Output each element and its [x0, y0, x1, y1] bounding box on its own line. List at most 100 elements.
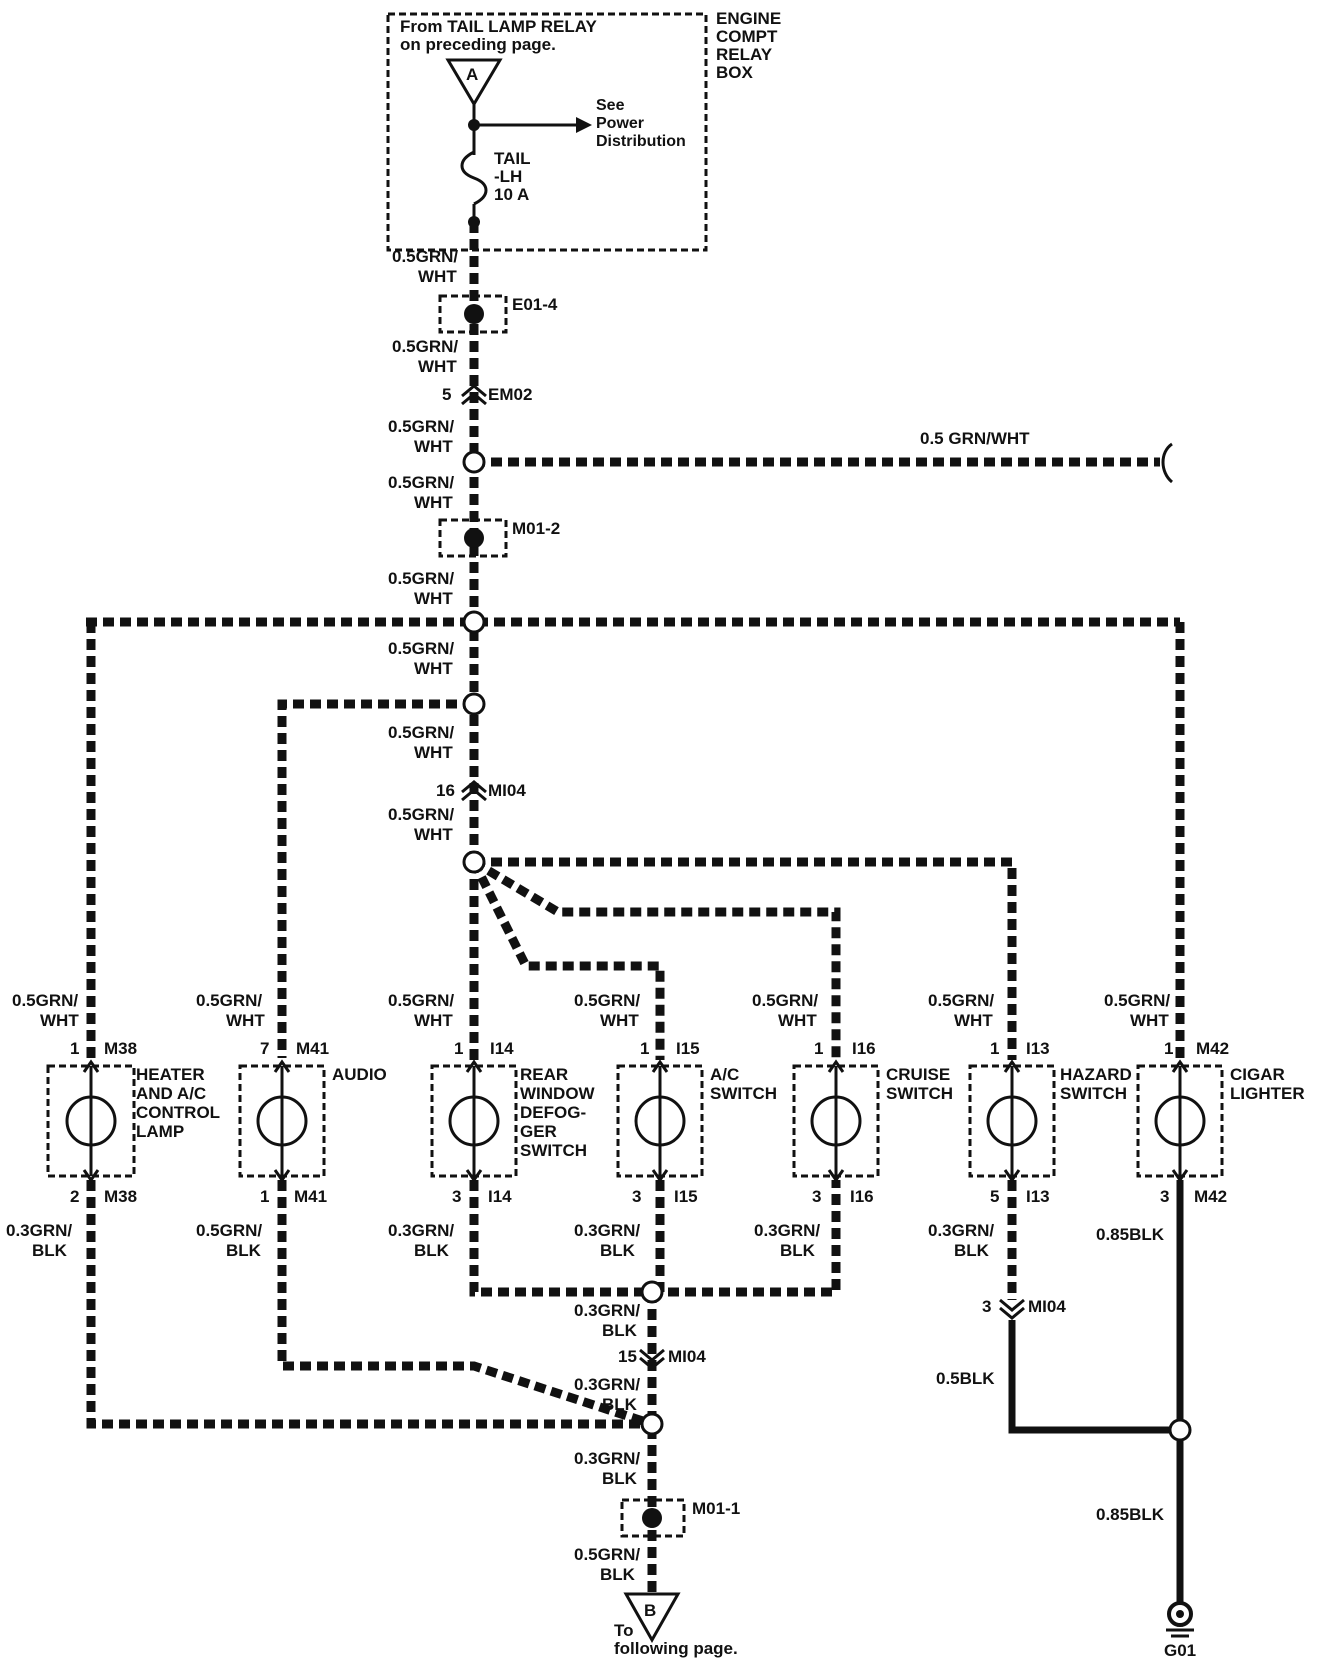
see-text-2: Power	[596, 115, 644, 132]
component-name: REAR	[520, 1065, 568, 1084]
connector-label: I15	[676, 1039, 700, 1058]
see-text-1: See	[596, 97, 625, 114]
fuse-icon	[460, 150, 488, 206]
component-name: LIGHTER	[1230, 1084, 1305, 1103]
wire-label: WHT	[418, 357, 457, 376]
pin-number: 16	[436, 781, 455, 800]
pin-number: 1	[990, 1039, 999, 1058]
connector-label: E01-4	[512, 295, 558, 314]
wire-label: 0.5GRN/	[388, 991, 454, 1010]
wire-label: 0.3GRN/	[574, 1375, 640, 1394]
pin-number: 3	[1160, 1187, 1169, 1206]
wire-label: WHT	[40, 1011, 79, 1030]
wire-label: WHT	[954, 1011, 993, 1030]
ground-icon	[1166, 1601, 1194, 1638]
component-name: WINDOW	[520, 1084, 596, 1103]
pin-number: 3	[982, 1297, 991, 1316]
component-name: CRUISE	[886, 1065, 950, 1084]
wire-label: WHT	[414, 825, 453, 844]
component-name: AND A/C	[136, 1084, 206, 1103]
pin-number: 5	[442, 385, 451, 404]
wire-label: 0.5GRN/	[388, 723, 454, 742]
pin-number: 3	[452, 1187, 461, 1206]
wire-label: 0.3GRN/	[388, 1221, 454, 1240]
component-name: HEATER	[136, 1065, 205, 1084]
component-name: LAMP	[136, 1122, 184, 1141]
relay-from-text-1: From TAIL LAMP RELAY	[400, 17, 597, 36]
lamp-audio: 0.5GRN/ WHT 7 M41 AUDIO 1 M41 0.5GRN/ BL…	[196, 991, 387, 1260]
wire-label: 0.3GRN/	[6, 1221, 72, 1240]
wire-label: 0.5GRN/	[574, 1545, 640, 1564]
to-following-text-2: following page.	[614, 1639, 738, 1658]
pin-number: 2	[70, 1187, 79, 1206]
splice-node	[462, 692, 486, 716]
wire-label: 0.5GRN/	[196, 991, 262, 1010]
fuse-label-3: 10 A	[494, 185, 529, 204]
wire-label: WHT	[414, 1011, 453, 1030]
engine-compt-relay-box: From TAIL LAMP RELAY on preceding page. …	[386, 9, 781, 252]
pin-number: 1	[640, 1039, 649, 1058]
splice-node	[1168, 1418, 1192, 1442]
wire-label: 0.3GRN/	[754, 1221, 820, 1240]
wire-label: 0.5GRN/	[928, 991, 994, 1010]
wire-label: BLK	[602, 1395, 638, 1414]
wire-label: 0.5GRN/	[388, 417, 454, 436]
wire-label: BLK	[32, 1241, 68, 1260]
component-name: SWITCH	[1060, 1084, 1127, 1103]
wire-label: BLK	[954, 1241, 990, 1260]
connector-label: M01-2	[512, 519, 560, 538]
fuse-label-2: -LH	[494, 167, 522, 186]
wire-label: BLK	[600, 1565, 636, 1584]
connector-label: M01-1	[692, 1499, 740, 1518]
lamp-hazard-switch: 0.5GRN/ WHT 1 I13 HAZARD SWITCH 5 I13 0.…	[928, 991, 1132, 1260]
component-name: SWITCH	[886, 1084, 953, 1103]
connector-mi04-16: 16 MI04	[436, 780, 526, 802]
component-name: A/C	[710, 1065, 739, 1084]
lamp-ac-switch: 0.5GRN/ WHT 1 I15 A/C SWITCH 3 I15 0.3GR…	[574, 991, 777, 1260]
component-name: SWITCH	[520, 1141, 587, 1160]
connector-label: M41	[296, 1039, 329, 1058]
connector-label: I13	[1026, 1039, 1050, 1058]
fuse-label-1: TAIL	[494, 149, 531, 168]
to-following-text-1: To	[614, 1621, 634, 1640]
relay-box-name-3: RELAY	[716, 45, 773, 64]
connector-label: M38	[104, 1187, 137, 1206]
wire-label: BLK	[780, 1241, 816, 1260]
wire-label: 0.85BLK	[1096, 1505, 1165, 1524]
wire-label: 0.5GRN/	[574, 991, 640, 1010]
connector-label: M42	[1196, 1039, 1229, 1058]
wire-label: 0.5GRN/	[1104, 991, 1170, 1010]
arrow-right-icon	[576, 117, 592, 133]
connector-m01-2: M01-2	[438, 518, 560, 558]
wire-label: BLK	[600, 1241, 636, 1260]
splice-node	[462, 610, 486, 634]
connector-mi04-15: 15 MI04	[618, 1347, 706, 1370]
pin-number: 15	[618, 1347, 637, 1366]
lamp-cigar-lighter: 0.5GRN/ WHT 1 M42 CIGAR LIGHTER 3 M42 0.…	[1096, 991, 1305, 1244]
connector-label: M41	[294, 1187, 327, 1206]
pin-number: 3	[632, 1187, 641, 1206]
wire-label: 0.5GRN/	[196, 1221, 262, 1240]
pin-number: 1	[814, 1039, 823, 1058]
wire-label: 0.5GRN/	[12, 991, 78, 1010]
pin-number: 1	[70, 1039, 79, 1058]
wire-label: 0.3GRN/	[928, 1221, 994, 1240]
connector-label: EM02	[488, 385, 532, 404]
lamp-heater-ac-control: 0.5GRN/ WHT 1 M38 HEATER AND A/C CONTROL…	[6, 991, 220, 1260]
wire-label: WHT	[414, 493, 453, 512]
connector-label: I16	[852, 1039, 876, 1058]
pin-number: 1	[260, 1187, 269, 1206]
connector-label: I15	[674, 1187, 698, 1206]
branch-right-wire-label: 0.5 GRN/WHT	[920, 429, 1030, 448]
component-name: CIGAR	[1230, 1065, 1285, 1084]
wire-label: 0.5GRN/	[388, 805, 454, 824]
wire-label: 0.5GRN/	[752, 991, 818, 1010]
connector-b-label: B	[644, 1601, 656, 1620]
connector-label: I14	[490, 1039, 514, 1058]
component-name: DEFOG-	[520, 1103, 586, 1122]
relay-box-name-2: COMPT	[716, 27, 778, 46]
connector-b-icon: B	[623, 1592, 681, 1644]
component-name: HAZARD	[1060, 1065, 1132, 1084]
pin-number: 7	[260, 1039, 269, 1058]
wire-label: 0.5GRN/	[388, 473, 454, 492]
